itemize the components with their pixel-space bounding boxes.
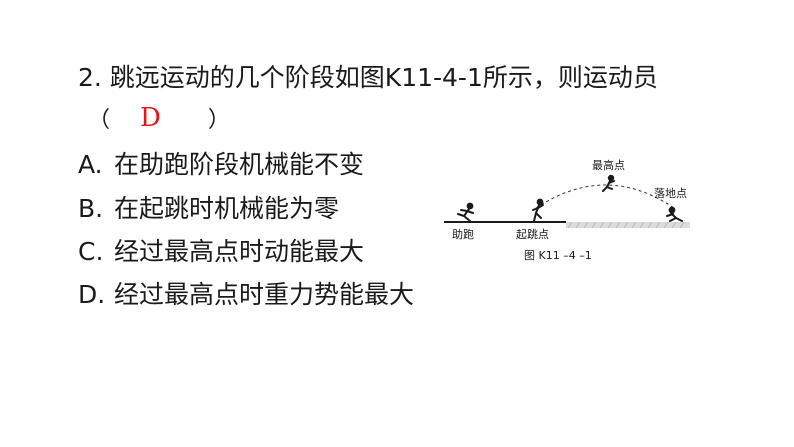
option-d: D. 经过最高点时重力势能最大: [78, 280, 414, 310]
landing-jumper-icon: [666, 206, 683, 222]
option-d-text: 经过最高点时重力势能最大: [114, 280, 415, 309]
option-b-label: B.: [78, 194, 104, 223]
answer-letter: D: [140, 103, 161, 133]
question-stem: 2. 跳远运动的几个阶段如图K11-4-1所示，则运动员: [78, 63, 658, 92]
takeoff-jumper-icon: [532, 198, 544, 222]
runner-icon: [457, 202, 474, 222]
label-landing: 落地点: [654, 187, 687, 200]
sand-pit: [566, 222, 690, 228]
option-b-text: 在起跳时机械能为零: [114, 194, 340, 223]
sand-pit-hatching: [567, 221, 685, 229]
peak-jumper-icon: [602, 174, 615, 192]
option-d-label: D.: [78, 280, 106, 309]
figure-caption: 图 K11 –4 –1: [524, 249, 592, 262]
option-a-label: A.: [78, 150, 103, 179]
trajectory-path: [535, 184, 675, 209]
label-takeoff: 起跳点: [516, 227, 549, 241]
answer-parentheses: （）: [88, 106, 230, 136]
label-runup: 助跑: [452, 227, 474, 241]
option-a-text: 在助跑阶段机械能不变: [114, 150, 365, 179]
label-peak: 最高点: [592, 158, 625, 172]
paren-open: （: [88, 108, 111, 133]
long-jump-figure: 最高点 落地点 助跑 起跳点 图 K11 –4 –1: [444, 158, 690, 262]
option-a: A. 在助跑阶段机械能不变: [78, 150, 364, 180]
option-b: B. 在起跳时机械能为零: [78, 194, 339, 224]
paren-close: ）: [208, 108, 231, 133]
option-c-label: C.: [78, 237, 104, 266]
option-c-text: 经过最高点时动能最大: [114, 237, 365, 266]
option-c: C. 经过最高点时动能最大: [78, 237, 364, 267]
